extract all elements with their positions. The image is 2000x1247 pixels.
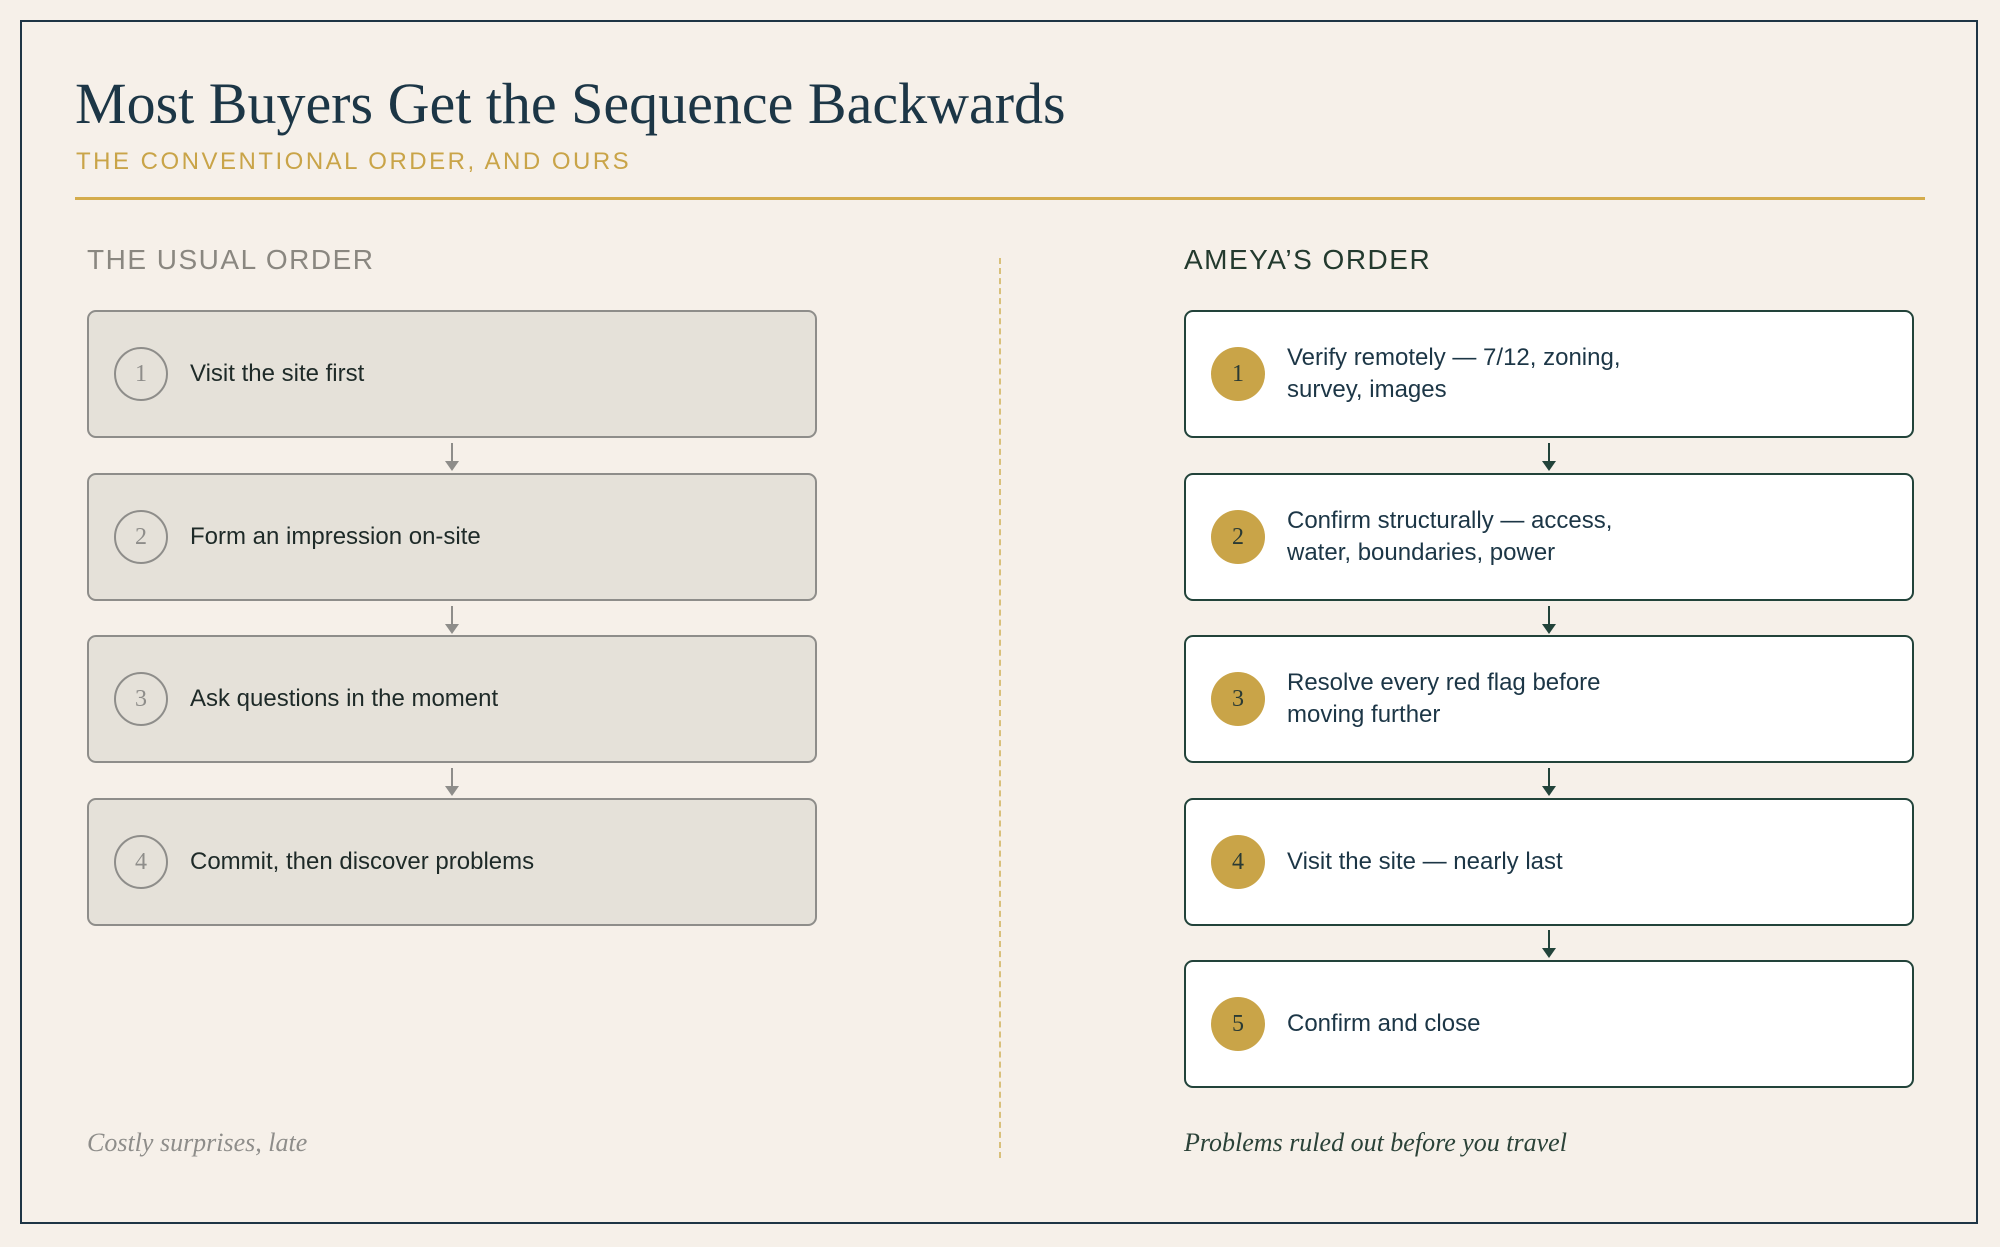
ameya-step-label: Confirm structurally — access, water, bo… [1287,507,1613,566]
ameya-step-number: 3 [1211,672,1265,726]
slide-frame [20,20,1978,1224]
usual-step-1: 1 Visit the site first [87,310,817,438]
usual-step-label: Ask questions in the moment [190,685,499,712]
usual-step-label: Commit, then discover problems [190,848,535,875]
ameya-step-number: 4 [1211,835,1265,889]
usual-order-heading: THE USUAL ORDER [87,244,375,275]
ameya-step-2: 2 Confirm structurally — access, water, … [1184,473,1914,601]
ameya-step-4: 4 Visit the site — nearly last [1184,798,1914,926]
usual-step-2: 2 Form an impression on-site [87,473,817,601]
usual-step-3: 3 Ask questions in the moment [87,635,817,763]
usual-step-4: 4 Commit, then discover problems [87,798,817,926]
usual-step-label: Visit the site first [190,360,365,387]
column-divider [999,258,1001,1158]
usual-order-footer: Costly surprises, late [87,1128,308,1157]
ameya-step-number: 5 [1211,997,1265,1051]
usual-step-number: 3 [114,672,168,726]
ameya-step-label: Confirm and close [1287,1010,1481,1037]
page-title: Most Buyers Get the Sequence Backwards [75,71,1066,136]
usual-step-number: 4 [114,835,168,889]
page-subtitle: THE CONVENTIONAL ORDER, AND OURS [76,148,632,175]
title-rule [75,197,1925,200]
usual-step-number: 1 [114,347,168,401]
usual-step-number: 2 [114,510,168,564]
usual-step-label: Form an impression on-site [190,523,481,550]
ameya-step-label: Resolve every red flag before moving fur… [1287,669,1601,728]
ameya-order-footer: Problems ruled out before you travel [1184,1128,1567,1157]
ameya-step-label: Visit the site — nearly last [1287,848,1563,875]
ameya-order-heading: AMEYA’S ORDER [1184,244,1432,275]
ameya-step-number: 2 [1211,510,1265,564]
ameya-step-5: 5 Confirm and close [1184,960,1914,1088]
ameya-step-label: Verify remotely — 7/12, zoning, survey, … [1287,344,1621,403]
ameya-step-3: 3 Resolve every red flag before moving f… [1184,635,1914,763]
ameya-step-1: 1 Verify remotely — 7/12, zoning, survey… [1184,310,1914,438]
ameya-step-number: 1 [1211,347,1265,401]
